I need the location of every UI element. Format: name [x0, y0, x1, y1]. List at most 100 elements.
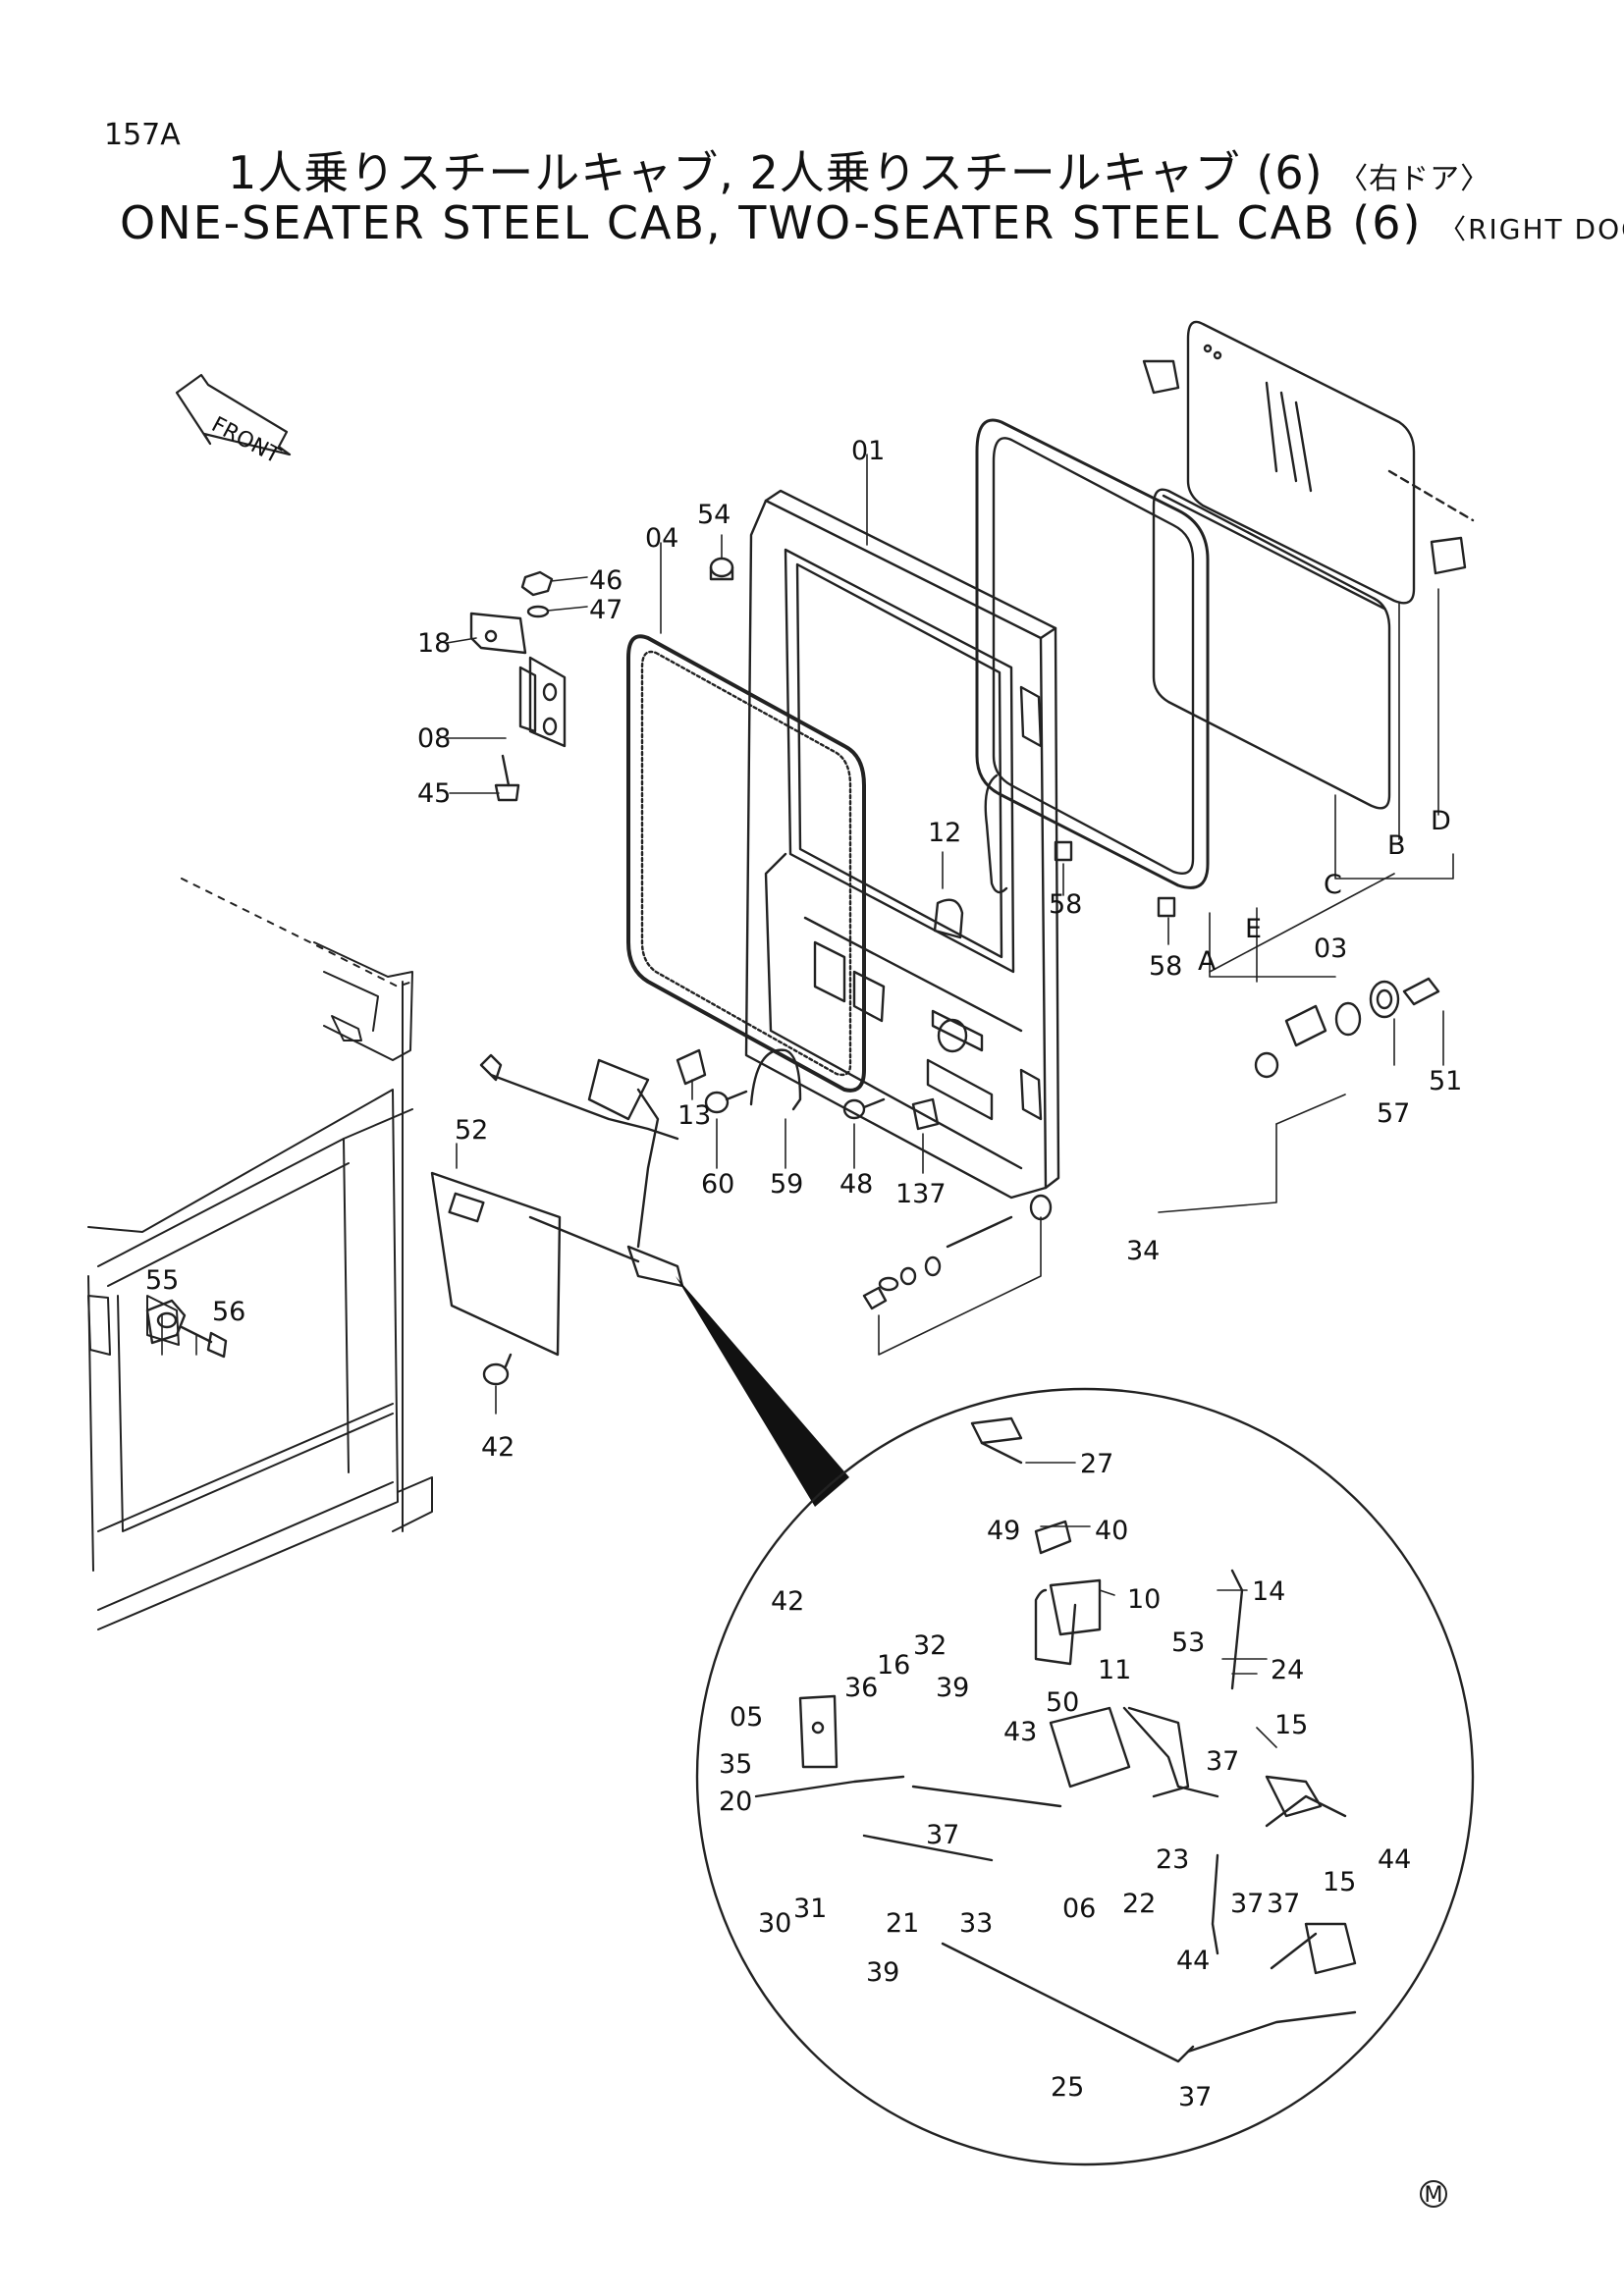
striker-plate-55	[145, 1299, 187, 1345]
label-D: D	[1431, 806, 1451, 836]
label-B: B	[1387, 830, 1406, 861]
label-22: 22	[1122, 1889, 1156, 1919]
label-25: 25	[1051, 2072, 1084, 2103]
label-59: 59	[770, 1169, 803, 1200]
label-10: 10	[1127, 1584, 1161, 1615]
label-45: 45	[417, 778, 451, 809]
label-31: 31	[793, 1894, 827, 1924]
label-C: C	[1324, 870, 1342, 900]
slide-glass-B	[1186, 320, 1416, 605]
label-16: 16	[877, 1650, 910, 1681]
detail-lever-15	[1265, 1775, 1357, 1975]
bolt-48	[842, 1097, 886, 1120]
label-37-c: 37	[1230, 1889, 1264, 1919]
detail-circle	[695, 1387, 1475, 2166]
label-37-e: 37	[1178, 2082, 1212, 2112]
label-42-b: 42	[771, 1586, 804, 1617]
cab-body	[87, 878, 433, 1630]
label-13: 13	[677, 1100, 711, 1131]
label-20: 20	[719, 1787, 752, 1817]
front-arrow-icon: FRONT	[175, 373, 292, 469]
screw-42	[482, 1353, 513, 1386]
label-57: 57	[1377, 1098, 1410, 1129]
handle-59	[749, 1048, 802, 1111]
title-english-text: ONE-SEATER STEEL CAB, TWO-SEATER STEEL C…	[120, 196, 1423, 249]
label-37-a: 37	[1206, 1746, 1239, 1777]
label-04: 04	[645, 523, 678, 554]
door-lock-assembly	[479, 1053, 684, 1288]
label-24: 24	[1271, 1655, 1304, 1685]
washer-47	[526, 605, 550, 618]
corner-mark-letter: M	[1425, 2183, 1443, 2208]
label-46: 46	[589, 565, 623, 596]
label-49: 49	[987, 1516, 1020, 1546]
detail-rods	[754, 1569, 1357, 2063]
label-E: E	[1245, 914, 1262, 944]
label-42-a: 42	[481, 1432, 514, 1463]
title-japanese: 1人乗りスチールキャブ, 2人乗りスチールキャブ (6) 〈右ドア〉	[228, 137, 1490, 202]
door-hinge-08	[518, 656, 567, 748]
title-japanese-text: 1人乗りスチールキャブ, 2人乗りスチールキャブ (6)	[228, 146, 1324, 199]
washer-57	[1369, 980, 1400, 1019]
title-japanese-tag: 〈右ドア〉	[1338, 162, 1491, 196]
label-51: 51	[1429, 1066, 1462, 1096]
label-55: 55	[145, 1265, 179, 1296]
label-32: 32	[913, 1630, 947, 1661]
cushion-58-a	[1054, 840, 1073, 862]
title-english-tag: 〈RIGHT DOOR〉	[1438, 213, 1624, 245]
label-18: 18	[417, 628, 451, 659]
front-label: FRONT	[207, 412, 285, 469]
detail-inner-lock	[970, 1416, 1190, 1798]
label-137: 137	[895, 1179, 947, 1209]
label-43: 43	[1003, 1717, 1037, 1747]
door-frame-01	[744, 489, 1060, 1200]
label-37-b: 37	[926, 1820, 959, 1850]
cushion-58-b	[1157, 896, 1176, 918]
label-52: 52	[455, 1115, 488, 1146]
label-56: 56	[212, 1297, 245, 1327]
label-34: 34	[1126, 1236, 1160, 1266]
bolt-60	[704, 1090, 748, 1114]
label-A: A	[1198, 946, 1217, 977]
label-08: 08	[417, 723, 451, 754]
label-40: 40	[1095, 1516, 1128, 1546]
label-58-b: 58	[1149, 951, 1182, 982]
label-11: 11	[1098, 1655, 1131, 1685]
label-35: 35	[719, 1749, 752, 1780]
bolt-51	[1402, 977, 1440, 1006]
bolt-56	[180, 1325, 228, 1359]
bushing-set-34	[862, 1001, 1362, 1310]
detail-pointer	[676, 1276, 849, 1507]
bolt-45	[494, 754, 520, 802]
label-54: 54	[697, 500, 731, 530]
label-37-d: 37	[1267, 1889, 1300, 1919]
cap-12	[933, 898, 964, 939]
label-14: 14	[1252, 1576, 1285, 1607]
label-39-b: 39	[866, 1957, 899, 1988]
label-47: 47	[589, 595, 623, 625]
detail-bracket-05	[798, 1694, 839, 1769]
label-44-a: 44	[1378, 1844, 1411, 1875]
title-english: ONE-SEATER STEEL CAB, TWO-SEATER STEEL C…	[120, 196, 1624, 249]
glass-seal-A	[975, 418, 1210, 889]
label-01: 01	[851, 436, 885, 466]
glass-hinge-upper	[1142, 344, 1222, 395]
label-12: 12	[928, 818, 961, 848]
hinge-bracket-18	[469, 612, 527, 655]
label-39-a: 39	[936, 1673, 969, 1703]
label-06: 06	[1062, 1894, 1096, 1924]
nut-46	[520, 570, 554, 597]
grommet-13	[676, 1048, 707, 1086]
cover-plate-52	[430, 1171, 562, 1357]
label-15-b: 15	[1323, 1867, 1356, 1897]
leader-lines	[161, 454, 1454, 1748]
door-glass-03	[1152, 488, 1391, 810]
label-27: 27	[1080, 1449, 1113, 1479]
label-23: 23	[1156, 1844, 1189, 1875]
page-code: 157A	[104, 118, 181, 152]
label-05: 05	[730, 1702, 763, 1733]
glass-hinge-lower	[1387, 469, 1475, 575]
label-36: 36	[844, 1673, 878, 1703]
label-60: 60	[701, 1169, 734, 1200]
